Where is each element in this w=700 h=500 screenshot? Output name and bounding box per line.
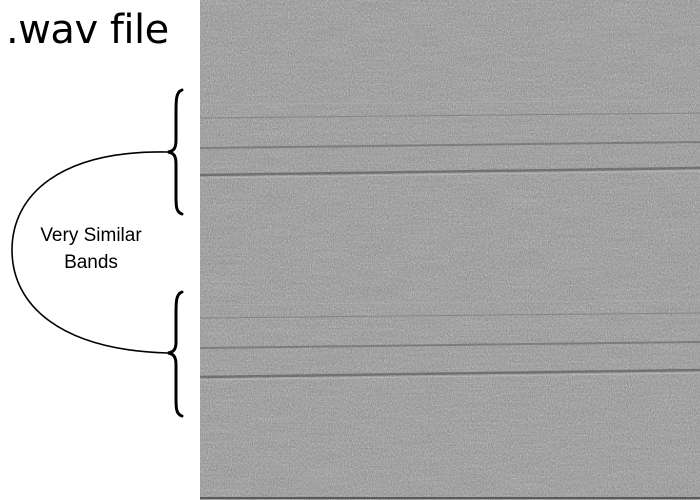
waveform-image <box>200 0 700 500</box>
page-title: .wav file <box>6 7 169 53</box>
band-lower <box>200 299 700 381</box>
band-label: Very Similar Bands <box>36 222 146 276</box>
band-label-line2: Bands <box>64 252 118 273</box>
lower-brace-icon <box>167 290 184 418</box>
band-upper <box>200 99 700 179</box>
band-annotation <box>0 0 200 500</box>
upper-brace-icon <box>167 88 184 216</box>
connector-loop <box>11 151 169 354</box>
band-label-line1: Very Similar <box>40 225 142 246</box>
